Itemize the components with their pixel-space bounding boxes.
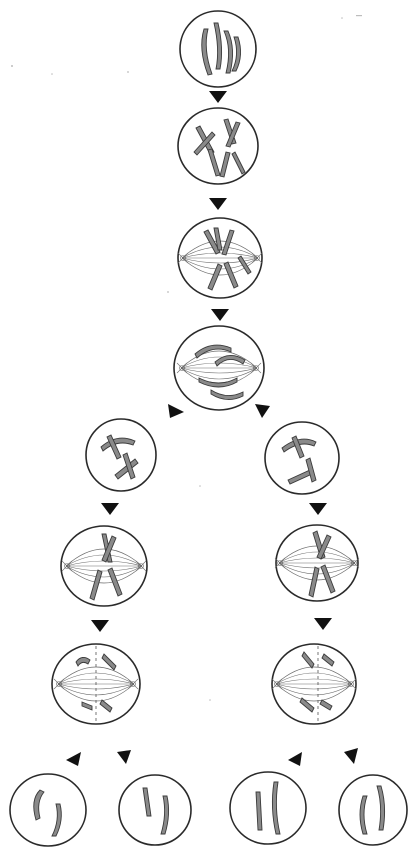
cell-gamete-4 (339, 775, 407, 845)
arrow-down-right-2 (314, 618, 332, 630)
arrow-branch-right (255, 404, 270, 418)
arrow-down-2 (209, 198, 227, 210)
arrow-gamete-2 (117, 750, 131, 764)
cell-daughter-left (86, 419, 156, 491)
cell-metaphase-2-right (275, 525, 359, 601)
cell-gamete-2 (119, 775, 191, 845)
arrow-branch-left (168, 404, 184, 418)
cell-metaphase-2-left (61, 526, 147, 606)
arrow-down-1 (209, 91, 227, 103)
cell-prometaphase-1 (178, 218, 262, 298)
cell-prophase-1 (178, 108, 258, 184)
cell-anaphase-2-right (272, 644, 356, 724)
arrow-down-right-1 (309, 503, 327, 515)
cell-metaphase-1 (174, 326, 264, 410)
arrow-gamete-1 (66, 752, 81, 766)
arrow-down-left-2 (91, 620, 109, 632)
cell-anaphase-2-left (52, 644, 140, 724)
cell-gamete-3 (230, 772, 306, 844)
arrow-gamete-3 (288, 752, 302, 766)
arrow-down-left-1 (101, 503, 119, 515)
cell-gamete-1 (10, 774, 86, 846)
arrow-down-3 (211, 309, 229, 321)
cell-daughter-right (265, 422, 339, 494)
arrow-gamete-4 (344, 748, 358, 764)
cell-parent-interphase (180, 11, 256, 87)
